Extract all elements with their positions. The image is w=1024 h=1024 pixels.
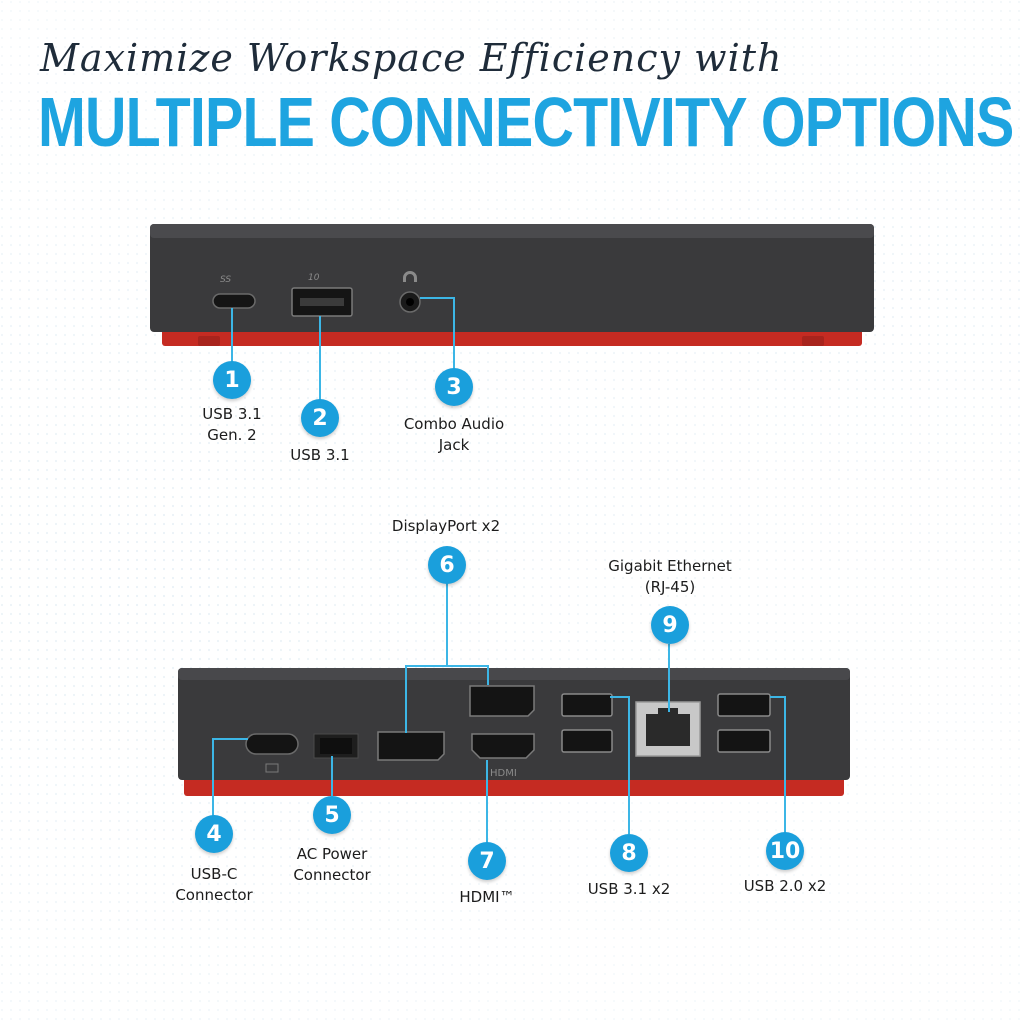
badge-7: 7 [468,842,506,880]
callout-line-7 [486,760,488,844]
badge-1: 1 [213,361,251,399]
headline: MULTIPLE CONNECTIVITY OPTIONS [38,83,1014,161]
callout-line-4b [212,738,214,818]
callout-line-6d [487,665,489,685]
badge-3: 3 [435,368,473,406]
callout-line-8a [610,696,630,698]
label-7: HDMI™ [459,888,515,906]
badge-9: 9 [651,606,689,644]
hdmi-marking: HDMI [490,768,517,779]
callout-line-8b [628,696,630,834]
callout-line-6c [405,665,407,733]
callout-line-10b [784,696,786,834]
badge-8: 8 [610,834,648,872]
callout-line-3b [453,297,455,369]
dock-front-view: SS 10 [150,224,874,346]
usbc-marking: SS [220,275,231,285]
usb-marking: 10 [308,273,320,283]
label-10: USB 2.0 x2 [743,877,827,895]
label-6: DisplayPort x2 [391,517,501,535]
badge-5: 5 [313,796,351,834]
badge-6: 6 [428,546,466,584]
label-8: USB 3.1 x2 [587,880,671,898]
callout-line-6b [405,665,489,667]
badge-4: 4 [195,815,233,853]
dock-rear-view: HDMI [178,668,850,796]
callout-line-4a [212,738,248,740]
badge-10: 10 [766,832,804,870]
callout-line-9 [668,644,670,712]
callout-line-2 [319,316,321,400]
callout-line-3a [420,297,454,299]
tagline: Maximize Workspace Efficiency with [40,36,783,80]
callout-line-6a [446,580,448,666]
badge-2: 2 [301,399,339,437]
callout-line-5 [331,756,333,796]
callout-line-1 [231,308,233,366]
label-9: Gigabit Ethernet(RJ-45) [608,557,732,596]
label-2: USB 3.1 [290,446,350,464]
callout-line-10a [770,696,786,698]
